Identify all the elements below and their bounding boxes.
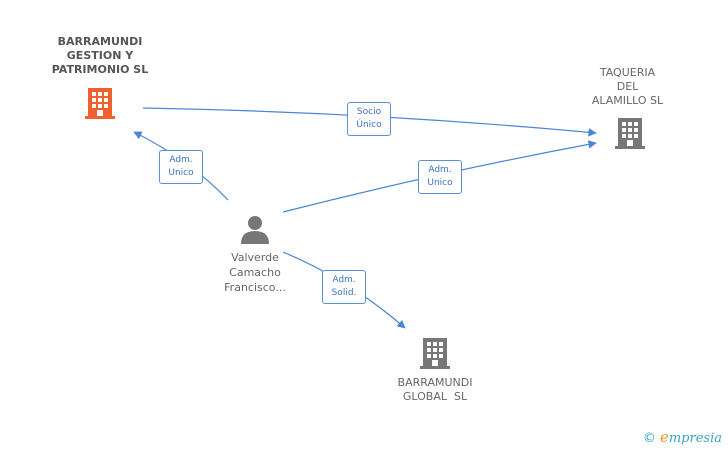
label-line: BARRAMUNDI [57, 35, 143, 48]
edge-label-line: Unico [168, 168, 194, 178]
label-line: GLOBAL SL [402, 390, 468, 403]
building-icon[interactable] [419, 336, 451, 370]
edge-label-adm-unico-gp[interactable]: Adm. Unico [159, 150, 203, 184]
label-line: Camacho [229, 266, 281, 279]
edge-label-adm-unico-taqueria[interactable]: Adm. Unico [418, 160, 462, 194]
label-line: PATRIMONIO SL [51, 63, 149, 76]
label-line: GESTION Y [66, 49, 134, 62]
edge-label-line: Único [356, 120, 382, 130]
edge-label-adm-solid[interactable]: Adm. Solid. [322, 270, 366, 304]
edge-label-line: Solid. [331, 288, 357, 298]
edge-label-line: Socio [356, 107, 382, 117]
edge-label-line: Unico [427, 178, 453, 188]
brand-logo-text: mpresia [668, 431, 722, 446]
person-icon[interactable] [240, 214, 270, 244]
building-icon[interactable] [84, 86, 116, 120]
node-label-taqueria: TAQUERIA DEL ALAMILLO SL [570, 66, 685, 108]
node-label-person: Valverde Camacho Francisco... [205, 250, 305, 295]
building-icon[interactable] [614, 116, 646, 150]
brand-logo-e: e [659, 428, 669, 446]
node-label-barramundi-gp: BARRAMUNDI GESTION Y PATRIMONIO SL [30, 35, 170, 77]
edge-label-line: Adm. [332, 275, 356, 285]
label-line: TAQUERIA [599, 66, 656, 79]
brand-footer: © empresia [643, 428, 722, 446]
edge-label-socio-unico[interactable]: Socio Único [347, 102, 391, 136]
node-label-barramundi-global: BARRAMUNDI GLOBAL SL [380, 376, 490, 404]
copyright-icon: © [642, 431, 656, 446]
edge-label-line: Adm. [169, 155, 193, 165]
label-line: Valverde [231, 251, 279, 264]
label-line: Francisco... [224, 281, 286, 294]
edge-label-line: Adm. [428, 165, 452, 175]
label-line: DEL [616, 80, 639, 93]
label-line: BARRAMUNDI [397, 376, 473, 389]
label-line: ALAMILLO SL [591, 94, 664, 107]
